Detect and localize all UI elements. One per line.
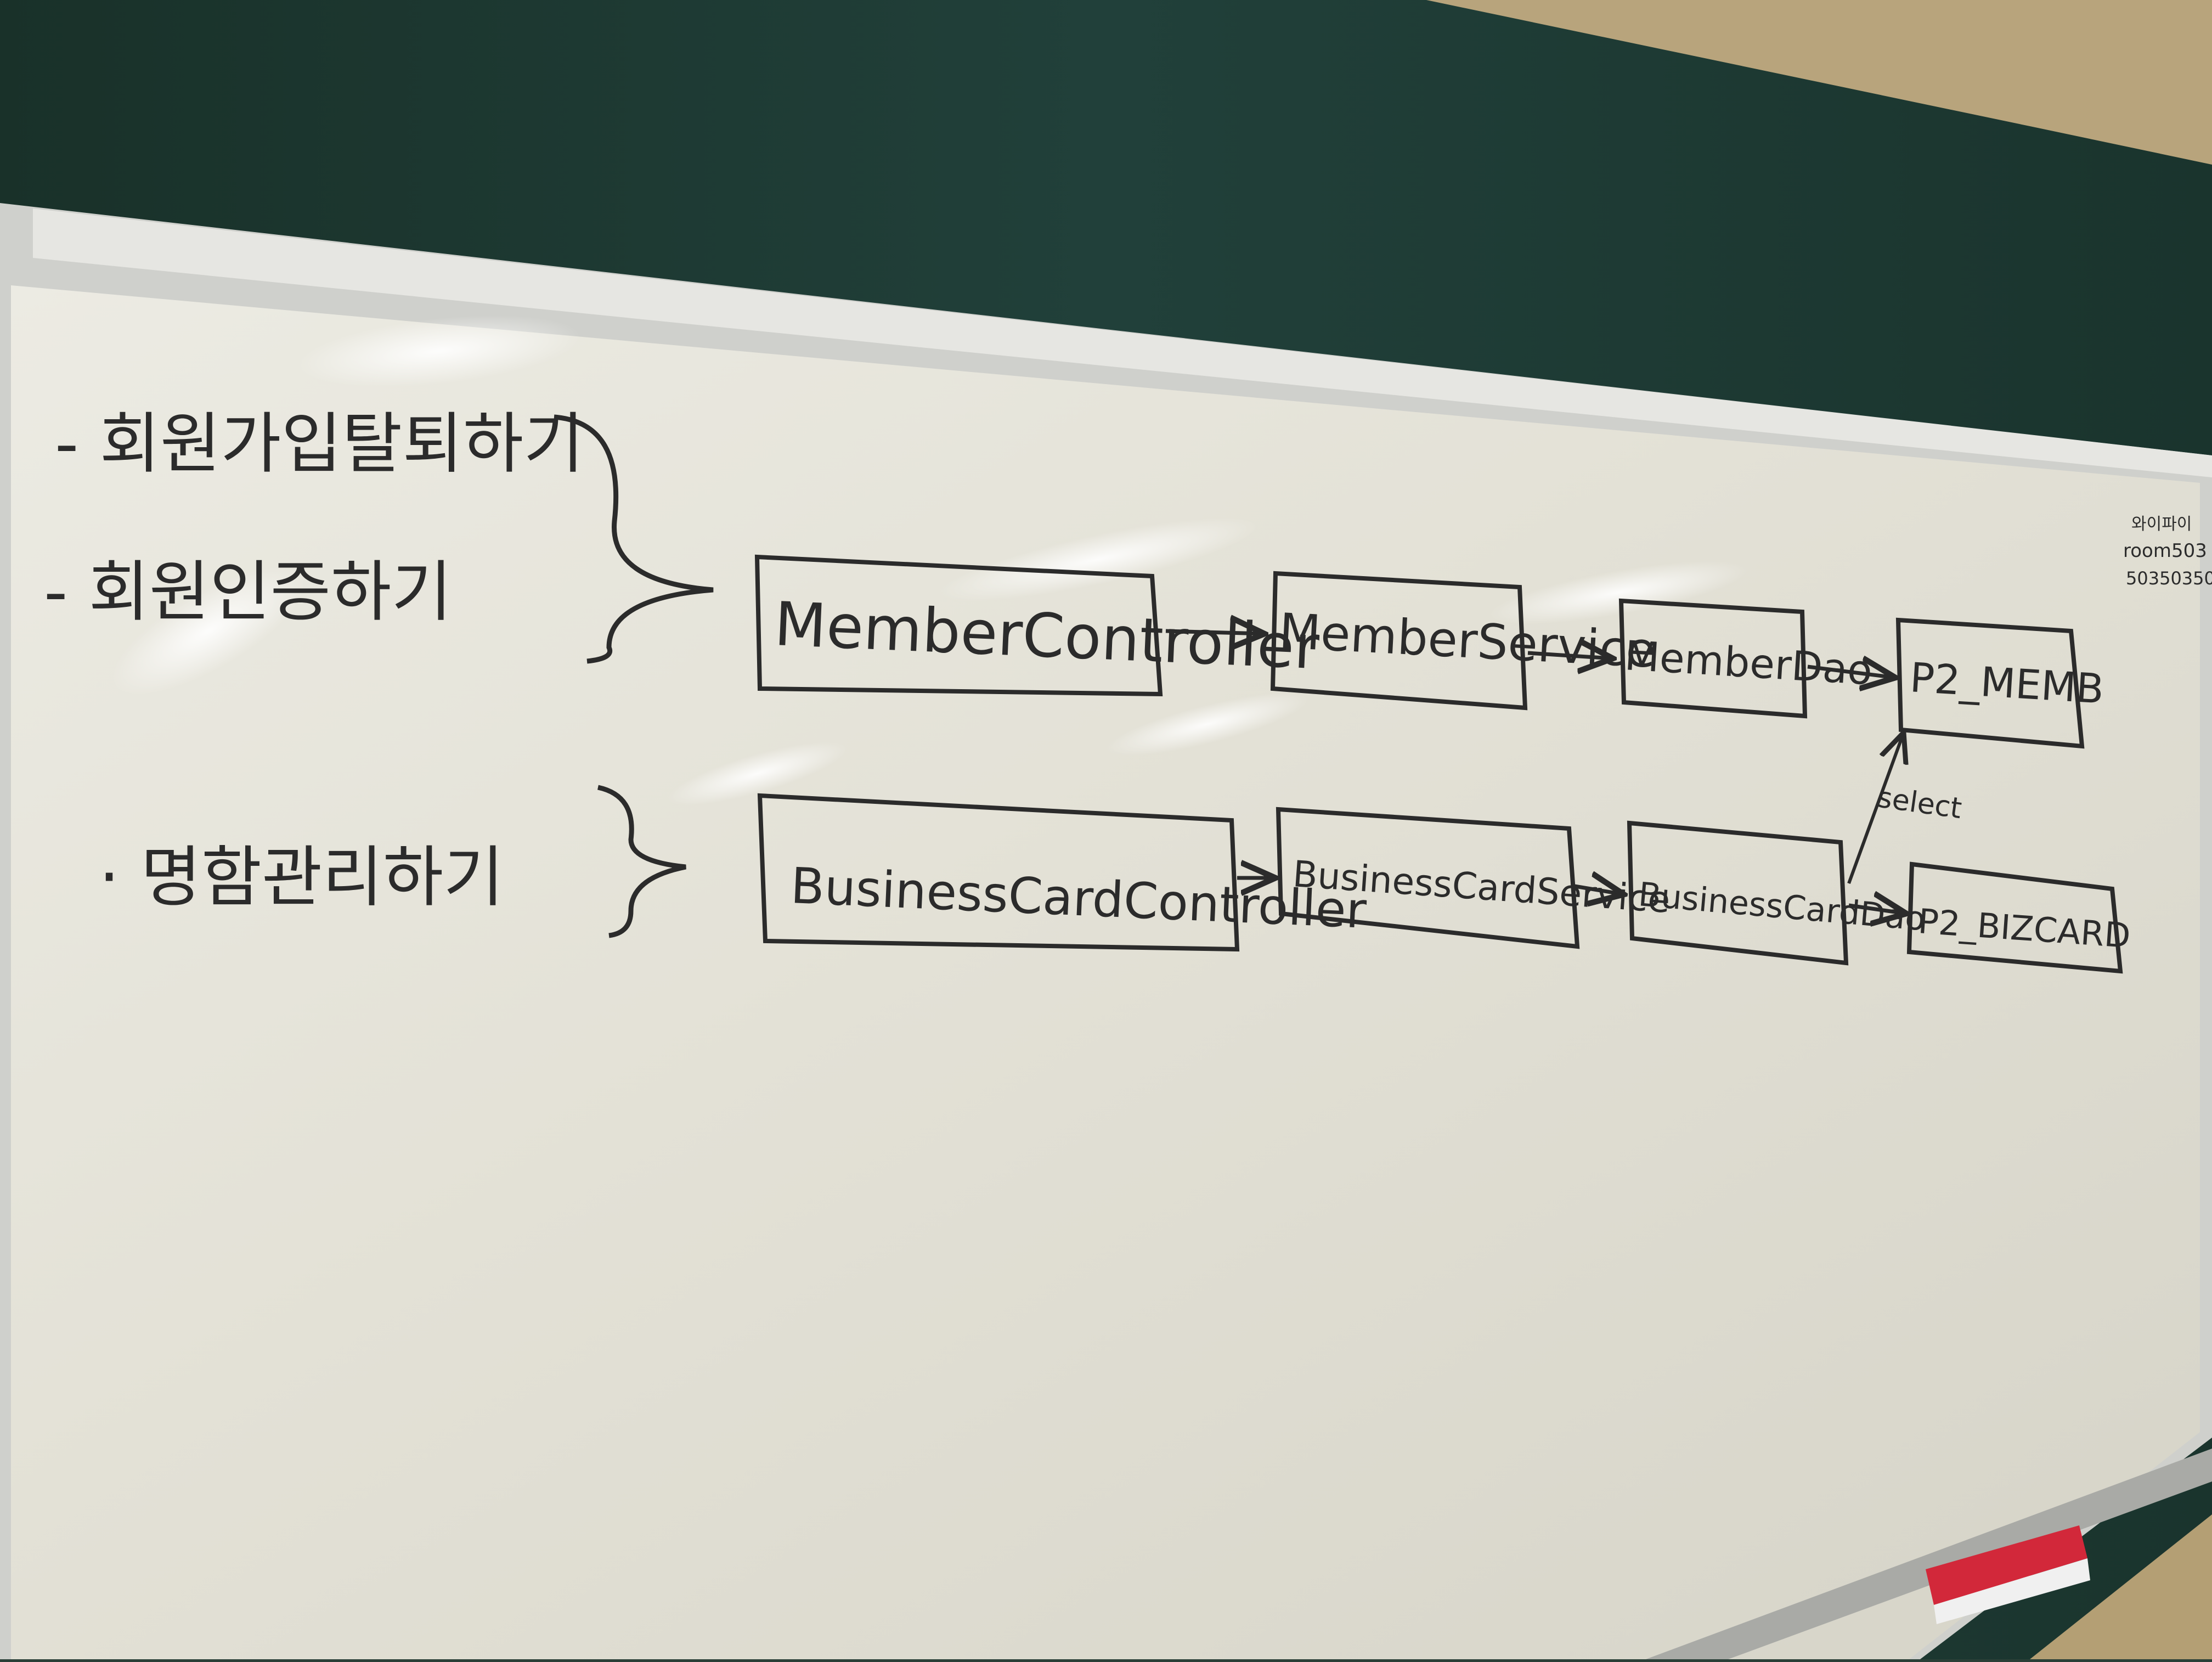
whiteboard-top-rail: [33, 209, 2212, 477]
arrow: [1574, 886, 1624, 894]
arrow: [1527, 653, 1613, 658]
arrow: [1807, 667, 1895, 678]
member-controller-box: [754, 554, 1163, 697]
light-glare: [111, 567, 306, 695]
use-case-item: - 회원인증하기: [44, 554, 452, 630]
marker-tray: [1646, 1449, 2212, 1659]
wall: [1426, 0, 2212, 165]
select-arrow: [1847, 733, 1904, 884]
arrow: [1848, 905, 1906, 914]
whiteboard-surface: [11, 285, 2200, 1659]
brace-top: [554, 414, 714, 664]
business-card-service-box: [1276, 807, 1580, 949]
light-glare: [297, 315, 581, 387]
member-flow: MemberController MemberService MemberDao…: [754, 554, 2105, 749]
use-case-item: · 명함관리하기: [99, 840, 504, 916]
light-glare: [667, 742, 847, 805]
corner-note-line: room503: [2123, 540, 2207, 562]
member-dao-box: [1618, 598, 1808, 719]
brace-bottom: [597, 785, 686, 938]
corner-note-line: 와이파이: [2131, 515, 2192, 534]
eraser: [1926, 1525, 2090, 1624]
light-glare: [1105, 692, 1308, 756]
use-case-item: - 회원가입탈퇴하기: [55, 406, 584, 482]
business-card-controller-box: [757, 793, 1240, 952]
light-glare: [936, 517, 1259, 602]
light-glare: [1488, 561, 1748, 624]
use-case-list: - 회원가입탈퇴하기 - 회원인증하기 · 명함관리하기: [44, 406, 584, 916]
member-service-box: [1270, 571, 1528, 711]
wall-bottom: [2030, 1514, 2212, 1659]
business-card-dao-box: [1627, 820, 1849, 966]
arrow: [1165, 631, 1265, 634]
p2-memb-box: [1895, 617, 2085, 749]
